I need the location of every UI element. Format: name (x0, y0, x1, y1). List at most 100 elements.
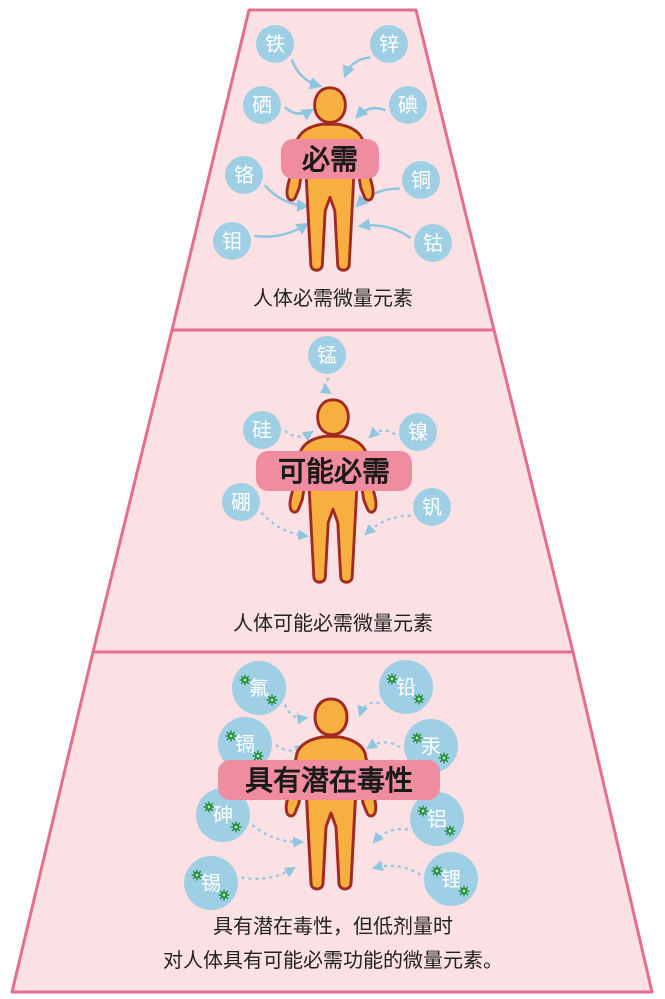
element-badge: 硒 (243, 86, 281, 124)
element-symbol: 镉 (235, 732, 255, 756)
flow-arrow (319, 377, 332, 395)
flow-arrow (263, 184, 310, 212)
category-label: 具有潜在毒性 (218, 760, 440, 800)
category-label-box (256, 451, 412, 491)
microbe-icon (191, 869, 203, 881)
category-label-text: 必需 (302, 143, 358, 176)
element-symbol: 汞 (421, 734, 441, 758)
element-symbol: 锰 (317, 343, 337, 367)
microbe-icon (252, 750, 264, 762)
element-badge: 钼 (213, 222, 251, 260)
tier-3-band (10, 650, 654, 994)
element-symbol: 镍 (408, 420, 428, 444)
element-symbol: 碘 (398, 93, 418, 117)
microbe-icon (386, 673, 398, 685)
tier-caption: 具有潜在毒性，但低剂量时 (213, 914, 453, 938)
flow-arrow (357, 701, 380, 718)
element-symbol: 锂 (441, 867, 461, 891)
element-symbol: 钼 (222, 229, 242, 253)
element-badge: 镉 (218, 717, 272, 771)
microbe-icon (203, 801, 215, 813)
element-badge: 铅 (379, 660, 433, 714)
flow-arrow (251, 824, 305, 848)
flow-arrow (342, 56, 371, 79)
microbe-icon (413, 693, 425, 705)
element-badge: 硅 (243, 411, 281, 449)
element-symbol: 硅 (252, 418, 272, 442)
flow-arrow (357, 218, 412, 239)
microbe-icon (239, 674, 251, 686)
microbe-icon (218, 889, 230, 901)
flow-arrow (290, 59, 323, 90)
captions-layer: 人体必需微量元素人体可能必需微量元素具有潜在毒性，但低剂量时对人体具有可能必需功… (163, 286, 503, 972)
microbe-icon (444, 825, 456, 837)
flow-arrow (355, 105, 387, 119)
element-symbol: 钴 (423, 231, 443, 255)
element-badge: 锰 (308, 336, 346, 374)
element-badge: 氟 (232, 661, 286, 715)
microbe-icon (431, 865, 443, 877)
element-badge: 铬 (225, 156, 263, 194)
arrows-layer (241, 56, 421, 880)
element-badge: 砷 (196, 788, 250, 842)
pyramid-tiers (10, 8, 654, 994)
flow-arrow (371, 860, 421, 876)
element-circle (256, 25, 294, 63)
microbe-icon (266, 694, 278, 706)
category-label: 必需 (281, 139, 379, 179)
category-label-box (218, 760, 440, 800)
element-circle (413, 488, 451, 526)
element-badge: 镍 (399, 413, 437, 451)
microbe-icon (411, 732, 423, 744)
element-badge: 铁 (256, 25, 294, 63)
flow-arrow (241, 866, 296, 880)
element-symbol: 砷 (213, 803, 233, 827)
elements-layer: 铁 锌硒 碘铬 铜钼 钴锰硅 镍硼 钒氟 铅镉 汞砷 铝锡 锂 (184, 25, 478, 910)
element-symbol: 硒 (252, 93, 272, 117)
element-circle (308, 336, 346, 374)
element-badge: 锡 (184, 856, 238, 910)
microbe-icon (417, 805, 429, 817)
category-label-text: 可能必需 (278, 455, 390, 488)
microbe-icon (230, 821, 242, 833)
element-circle (243, 86, 281, 124)
element-badge: 硼 (222, 483, 260, 521)
element-symbol: 氟 (249, 676, 269, 700)
tier-caption: 人体可能必需微量元素 (233, 611, 433, 635)
tier-caption: 人体必需微量元素 (253, 286, 413, 310)
element-symbol: 铅 (396, 675, 416, 699)
element-badge: 铝 (410, 792, 464, 846)
element-badge: 汞 (404, 719, 458, 773)
category-label-text: 具有潜在毒性 (245, 764, 413, 797)
element-badge: 碘 (389, 86, 427, 124)
microbe-icon (438, 752, 450, 764)
element-symbol: 硼 (231, 490, 251, 514)
category-label: 可能必需 (256, 451, 412, 491)
element-symbol: 铬 (234, 163, 254, 187)
element-symbol: 锡 (201, 871, 221, 895)
element-badge: 锌 (370, 25, 408, 63)
element-circle (402, 161, 440, 199)
element-symbol: 钒 (422, 495, 442, 519)
element-circle (243, 411, 281, 449)
element-circle (389, 86, 427, 124)
element-circle (222, 483, 260, 521)
element-badge: 钒 (413, 488, 451, 526)
category-label-box (281, 139, 379, 179)
element-circle (370, 25, 408, 63)
flow-arrow (284, 106, 315, 121)
element-badge: 钴 (414, 224, 452, 262)
element-symbol: 锌 (379, 32, 399, 56)
microbe-icon (458, 885, 470, 897)
flow-arrow (368, 426, 396, 439)
microbe-icon (225, 730, 237, 742)
element-symbol: 铁 (265, 32, 285, 56)
element-circle (399, 413, 437, 451)
element-circle (225, 156, 263, 194)
element-badge: 铜 (402, 161, 440, 199)
flow-arrow (254, 222, 310, 238)
flow-arrow (284, 430, 314, 442)
